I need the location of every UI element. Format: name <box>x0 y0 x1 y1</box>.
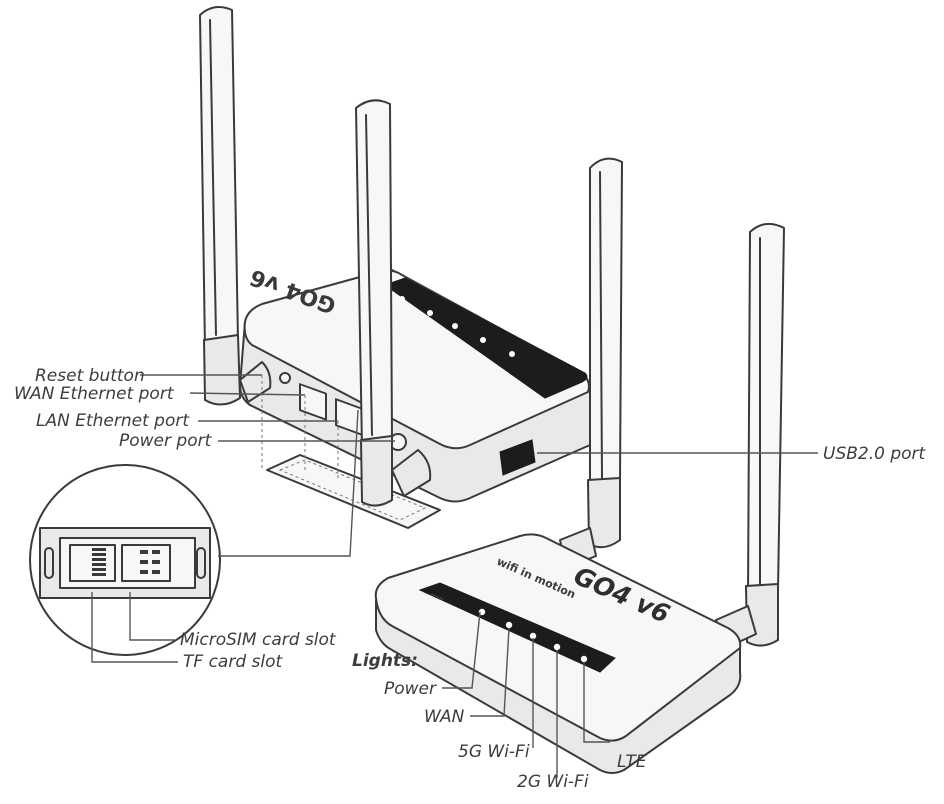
label-usb-port: USB2.0 port <box>823 444 926 464</box>
magnifier-icon <box>29 464 221 656</box>
label-light-wan: WAN <box>424 707 465 727</box>
label-light-2g-wifi: 2G Wi-Fi <box>517 772 589 792</box>
label-light-power: Power <box>384 679 437 699</box>
back-router: GO4 v6 <box>239 264 591 529</box>
antenna-front-right <box>715 222 785 649</box>
label-light-5g-wifi: 5G Wi-Fi <box>458 742 530 762</box>
label-lights-heading: Lights: <box>352 651 418 671</box>
label-tf-card-slot: TF card slot <box>183 652 283 672</box>
label-lan-ethernet-port: LAN Ethernet port <box>36 411 189 431</box>
label-microsim-slot: MicroSIM card slot <box>180 630 336 650</box>
label-wan-ethernet-port: WAN Ethernet port <box>14 384 174 404</box>
label-reset-button: Reset button <box>35 366 145 386</box>
antenna-back-center <box>355 99 432 507</box>
antenna-front-left <box>559 157 623 569</box>
label-power-port: Power port <box>119 431 212 451</box>
leader-lines <box>91 374 818 778</box>
antenna-back-left <box>199 5 272 406</box>
front-router: ······ wifi in motion GO4 v6 <box>374 533 742 774</box>
label-light-lte: LTE <box>617 752 647 772</box>
